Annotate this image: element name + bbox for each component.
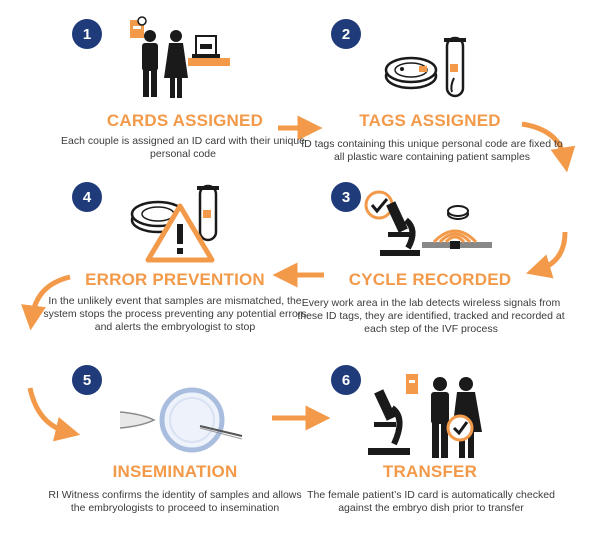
step-title: INSEMINATION bbox=[112, 462, 238, 481]
step-description: The female patient’s ID card is automati… bbox=[307, 489, 555, 514]
step-badge: 1 bbox=[72, 19, 102, 49]
step-title: TRANSFER bbox=[382, 462, 478, 481]
step-title: CARDS ASSIGNED bbox=[106, 111, 264, 130]
step-badge: 3 bbox=[331, 182, 361, 212]
step-badge: 2 bbox=[331, 19, 361, 49]
step-description: ID tags containing this unique personal … bbox=[301, 138, 563, 163]
couple-with-id-card-icon bbox=[130, 16, 230, 98]
step-badge: 4 bbox=[72, 182, 102, 212]
step-description: RI Witness confirms the identity of samp… bbox=[48, 489, 302, 514]
step-title: TAGS ASSIGNED bbox=[359, 111, 501, 130]
arrow-2-to-3 bbox=[521, 121, 576, 173]
step-title: CYCLE RECORDED bbox=[348, 270, 512, 289]
microscope-wireless-signal-icon bbox=[364, 190, 492, 256]
arrow-right-curve bbox=[526, 231, 568, 279]
step-title: ERROR PREVENTION bbox=[85, 270, 265, 289]
step-badge: 5 bbox=[72, 365, 102, 395]
step-badge: 6 bbox=[331, 365, 361, 395]
step-description: Each couple is assigned an ID card with … bbox=[61, 135, 305, 160]
step-description: In the unlikely event that samples are m… bbox=[43, 295, 307, 333]
step-description: Every work area in the lab detects wirel… bbox=[297, 297, 565, 335]
egg-injection-pipette-icon bbox=[119, 387, 243, 453]
petri-dish-and-test-tube-icon bbox=[384, 36, 466, 98]
warning-triangle-icon bbox=[130, 184, 219, 263]
microscope-and-couple-icon bbox=[368, 374, 482, 458]
arrow-4-to-5-bottom bbox=[27, 387, 81, 442]
arrow-4-to-5-top bbox=[21, 274, 71, 331]
